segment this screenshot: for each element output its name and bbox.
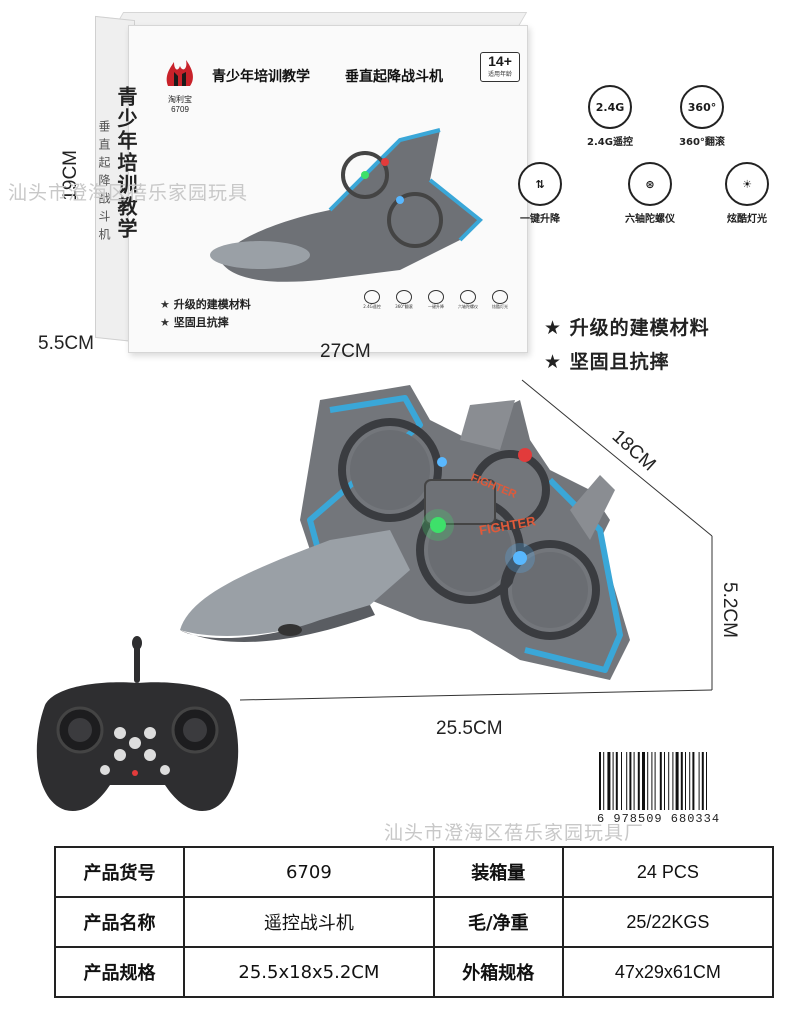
feature-label: 六轴陀螺仪 xyxy=(625,214,675,225)
box-width-label: 27CM xyxy=(320,341,371,362)
box-feature-2: ★ 坚固且抗摔 xyxy=(160,316,229,329)
spec-value: 47x29x61CM xyxy=(561,946,775,998)
box-mini-icons: 2.4G遥控 360°翻滚 一键升降 六轴陀螺仪 炫酷灯光 xyxy=(360,290,512,310)
brand-name: 淘利宝 xyxy=(168,95,192,104)
spec-value: 24 PCS xyxy=(561,846,775,898)
remote-controller-image xyxy=(36,636,239,811)
mini-icon-5: 炫酷灯光 xyxy=(488,290,512,310)
feature-24g: 2.4G 2.4G遥控 xyxy=(580,85,640,148)
spec-key: 装箱量 xyxy=(432,846,564,898)
box-jet-image xyxy=(210,128,483,282)
box-subtitle: 垂直起降战斗机 xyxy=(345,69,443,85)
feature-gyro: ⊛ 六轴陀螺仪 xyxy=(620,162,680,225)
feature-light: ☀ 炫酷灯光 xyxy=(717,162,777,225)
spec-key: 外箱规格 xyxy=(432,946,564,998)
spec-value: 6709 xyxy=(183,846,435,898)
lift-icon: ⇅ xyxy=(518,162,562,206)
barcode-image xyxy=(599,752,707,810)
feature-label: 炫酷灯光 xyxy=(727,214,767,225)
mini-icon-3: 一键升降 xyxy=(424,290,448,310)
spec-key: 产品名称 xyxy=(53,896,186,948)
barcode-number: 6 978509 680334 xyxy=(597,812,721,826)
feature-label: 360°翻滚 xyxy=(679,137,725,148)
table-row: 产品货号 6709 装箱量 24 PCS xyxy=(53,846,775,898)
gyroscope-icon: ⊛ xyxy=(628,162,672,206)
jet-length-label: 25.5CM xyxy=(436,718,503,739)
signal-24g-icon: 2.4G xyxy=(588,85,632,129)
rotate-360-icon: 360° xyxy=(680,85,724,129)
age-caption: 适用年龄 xyxy=(487,71,512,78)
box-depth-label: 5.5CM xyxy=(38,333,94,354)
feature-360: 360° 360°翻滚 xyxy=(672,85,732,148)
mini-icon-4: 六轴陀螺仪 xyxy=(456,290,480,310)
rc-fighter-jet-image: FIGHTER FIGHTER xyxy=(180,385,630,680)
table-row: 产品名称 遥控战斗机 毛/净重 25/22KGS xyxy=(53,896,775,948)
age-number: 14+ xyxy=(488,53,512,69)
spec-value: 25.5x18x5.2CM xyxy=(183,946,435,998)
mini-icon-2: 360°翻滚 xyxy=(392,290,416,310)
spec-value: 25/22KGS xyxy=(561,896,775,948)
box-side-subtitle: 垂直起降战斗机 xyxy=(97,120,111,246)
spec-key: 毛/净重 xyxy=(432,896,564,948)
feature-label: 2.4G遥控 xyxy=(587,137,633,148)
box-title: 青少年培训教学 xyxy=(212,69,310,85)
jet-height-label: 5.2CM xyxy=(719,582,740,638)
watermark-bottom: 汕头市澄海区蓓乐家园玩具厂 xyxy=(384,822,645,844)
spec-key: 产品规格 xyxy=(53,946,186,998)
flame-logo-icon xyxy=(166,60,193,86)
mini-icon-1: 2.4G遥控 xyxy=(360,290,384,310)
age-badge: 14+ 适用年龄 xyxy=(480,52,520,82)
box-feature-1: ★ 升级的建模材料 xyxy=(160,298,251,311)
spec-value: 遥控战斗机 xyxy=(183,896,435,948)
box-side-title: 青少年培训教学 xyxy=(114,86,138,240)
spec-table: 产品货号 6709 装箱量 24 PCS 产品名称 遥控战斗机 毛/净重 25/… xyxy=(53,846,775,998)
light-bulb-icon: ☀ xyxy=(725,162,769,206)
table-row: 产品规格 25.5x18x5.2CM 外箱规格 47x29x61CM xyxy=(53,946,775,998)
feature-label: 一键升降 xyxy=(520,214,560,225)
selling-point-2: ★ 坚固且抗摔 xyxy=(544,351,670,373)
watermark-top: 汕头市澄海区蓓乐家园玩具 xyxy=(8,182,249,204)
brand-logo: 淘利宝 6709 xyxy=(158,52,202,114)
brand-code: 6709 xyxy=(171,105,189,114)
selling-point-1: ★ 升级的建模材料 xyxy=(544,317,710,339)
feature-lift: ⇅ 一键升降 xyxy=(510,162,570,225)
spec-key: 产品货号 xyxy=(53,846,186,898)
